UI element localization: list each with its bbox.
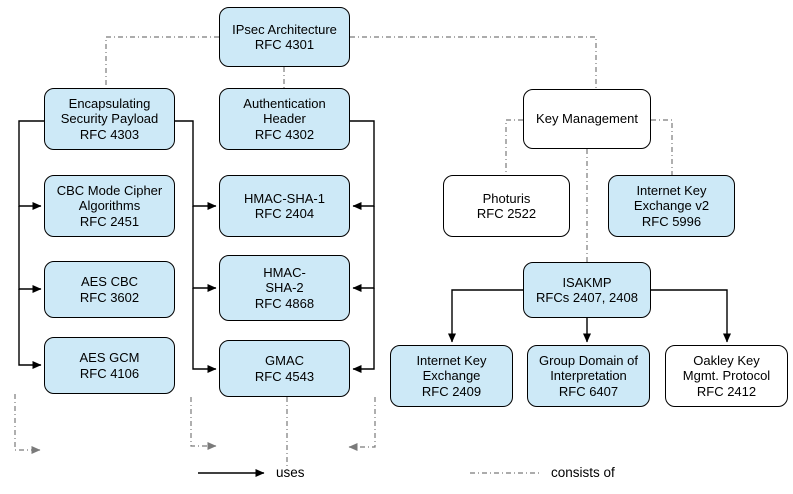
node-aesgcm-line: RFC 4106: [79, 365, 140, 381]
node-isakmp-line: RFCs 2407, 2408: [536, 290, 638, 305]
node-ike-line: RFC 2409: [421, 383, 482, 399]
edge-open-right: [348, 397, 376, 451]
node-ipsec-line: RFC 4301: [254, 37, 315, 52]
edge-ah-hmac2: [352, 206, 375, 292]
uses-edges: [18, 120, 731, 373]
node-keymgmt: Key Management: [523, 89, 651, 149]
node-ikev2-line: Internet Key: [636, 182, 707, 198]
node-gmac-line: GMAC: [265, 353, 304, 368]
edge-open-mid: [190, 397, 217, 450]
edge-keymgmt-ikev2: [651, 119, 673, 175]
node-cbc-line: CBC Mode Cipher: [56, 182, 163, 198]
legend-uses-label: uses: [276, 465, 305, 480]
node-keymgmt-line: Key Management: [536, 111, 638, 127]
node-oakley-line: Mgmt. Protocol: [682, 368, 771, 384]
node-gdoi-line: RFC 6407: [558, 383, 619, 399]
node-aescbc-line: RFC 3602: [79, 289, 140, 305]
edge-esp-aescbc: [18, 206, 42, 293]
node-hmac1-line: HMAC-SHA-1: [244, 190, 325, 206]
node-photuris-line: RFC 2522: [476, 206, 537, 221]
node-aesgcm-line: AES GCM: [79, 350, 140, 365]
consists-of-edges: [105, 36, 673, 262]
node-ah-line: RFC 4302: [254, 126, 315, 142]
node-esp-line: Security Payload: [60, 111, 159, 127]
node-photuris-line: Photuris: [482, 190, 531, 206]
edge-ah-hmac1: [350, 120, 375, 210]
edge-ah-gmac: [352, 288, 375, 373]
node-gdoi-line: Group Domain of: [539, 352, 638, 368]
node-ike-line: Exchange: [422, 368, 481, 384]
node-oakley-line: Oakley Key: [693, 352, 760, 368]
edge-isakmp-oakley: [651, 289, 731, 343]
node-ike-line: Internet Key: [416, 352, 487, 368]
edge-esp-hmac2: [192, 206, 217, 292]
node-esp-line: Encapsulating: [68, 95, 151, 111]
edge-esp-gmac: [192, 288, 217, 373]
edge-keymgmt-photuris: [505, 119, 523, 175]
edge-esp-cbc: [18, 120, 44, 210]
node-gdoi-line: Interpretation: [550, 368, 627, 384]
edge-ipsec-keymgmt: [350, 36, 597, 89]
node-hmac2-line: HMAC-: [263, 264, 306, 280]
edge-esp-hmac1: [175, 120, 217, 210]
node-ipsec-line: IPsec Architecture: [232, 21, 337, 37]
node-esp-line: RFC 4303: [79, 126, 140, 142]
node-cbc-line: RFC 2451: [79, 213, 140, 229]
node-ikev2-line: Exchange v2: [633, 198, 710, 214]
edge-ipsec-esp: [105, 36, 219, 88]
node-ah-line: Authentication: [243, 95, 326, 111]
node-aescbc-line: AES CBC: [80, 274, 139, 289]
node-cbc-line: Algorithms: [78, 198, 141, 214]
node-oakley-line: RFC 2412: [696, 383, 757, 399]
consists-of-open-edges: [14, 394, 376, 470]
node-hmac1-line: RFC 2404: [254, 206, 315, 221]
node-hmac2-line: RFC 4868: [254, 295, 315, 311]
node-isakmp-line: ISAKMP: [562, 274, 612, 290]
node-hmac2-line: SHA-2: [265, 280, 304, 296]
legend-consists-of-label: consists of: [551, 465, 615, 480]
edge-open-left: [14, 394, 41, 454]
node-ah-line: Header: [263, 111, 306, 127]
node-ikev2-line: RFC 5996: [641, 213, 702, 229]
edge-isakmp-ike: [448, 289, 523, 343]
edge-esp-aesgcm: [18, 289, 42, 369]
node-gmac-line: RFC 4543: [254, 368, 315, 384]
